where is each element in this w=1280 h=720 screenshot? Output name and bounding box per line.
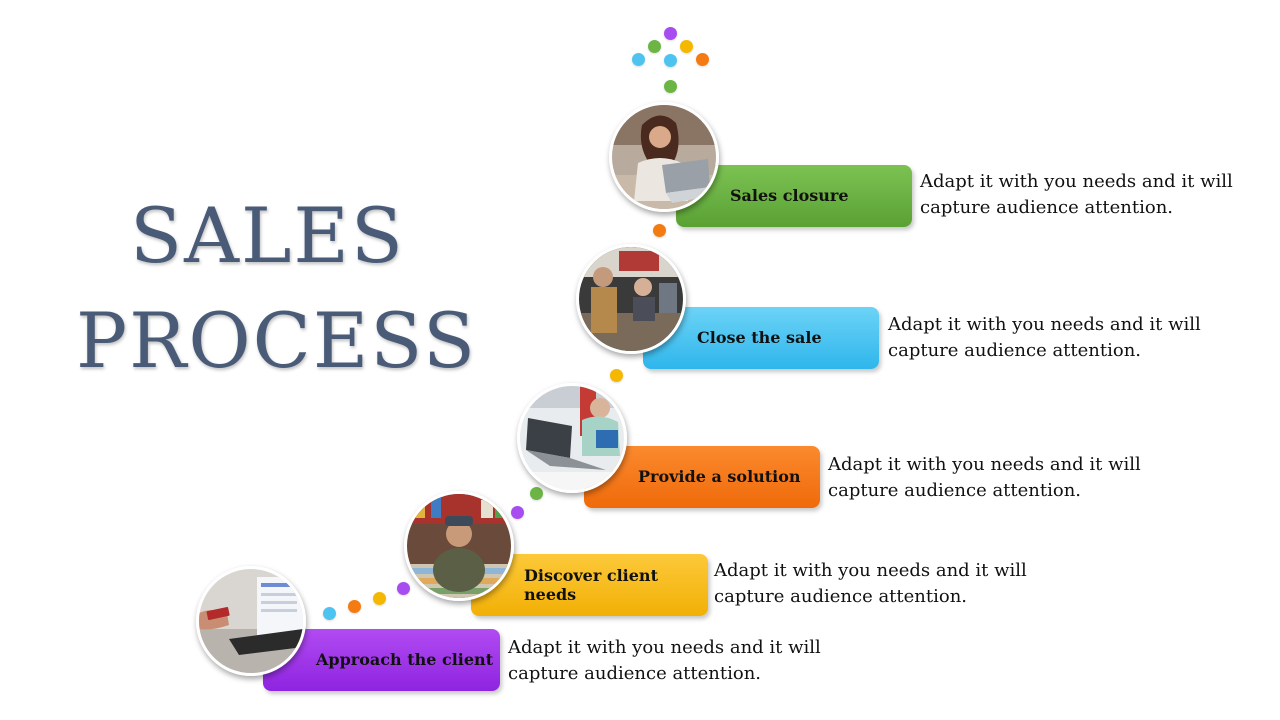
dot [348,600,361,613]
step-description: Adapt it with you needs and it will capt… [714,560,1027,607]
step-description: Adapt it with you needs and it will capt… [828,454,1141,501]
dot [530,487,543,500]
step-label: Sales closure [730,186,849,206]
dot [648,40,661,53]
step-label: Close the sale [697,328,822,348]
dot [610,369,623,382]
dot [632,53,645,66]
dot [664,54,677,67]
dot [680,40,693,53]
step-description: Adapt it with you needs and it will capt… [888,314,1201,361]
dot [323,607,336,620]
dot [653,224,666,237]
step-bar-discover: Discover client needs [471,554,708,616]
dot [696,53,709,66]
cafe-counter-photo-icon [576,244,686,354]
dot [511,506,524,519]
step-label: Discover client needs [524,565,658,604]
step-label: Approach the client [316,650,494,670]
woman-laptop-photo-icon [609,102,719,212]
laptop-work-photo-icon [517,383,627,493]
step-description: Adapt it with you needs and it will capt… [508,637,821,684]
title-line-2: PROCESS [76,296,478,385]
dot [373,592,386,605]
dot [664,27,677,40]
dot [664,80,677,93]
step-description: Adapt it with you needs and it will capt… [920,171,1233,218]
card-payment-photo-icon [196,566,306,676]
step-label: Provide a solution [638,467,801,487]
title-line-1: SALES [130,191,405,280]
market-vendor-photo-icon [404,491,514,601]
dot [397,582,410,595]
